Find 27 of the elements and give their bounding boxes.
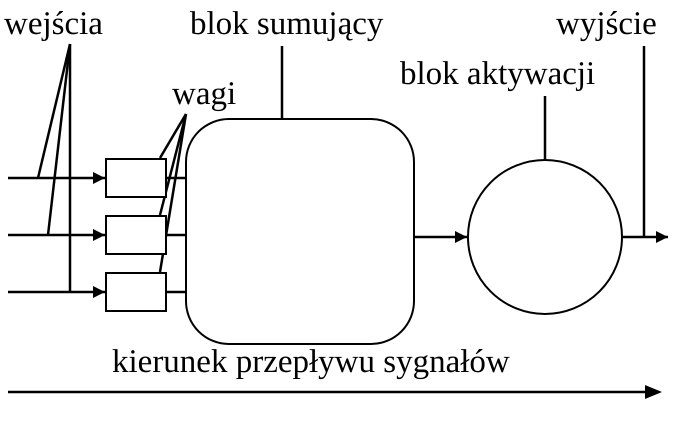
block-box — [105, 158, 167, 198]
arrow — [8, 172, 105, 184]
text-label: blok aktywacji — [400, 58, 662, 96]
leader-line — [280, 46, 284, 118]
leader-line — [46, 44, 72, 236]
leader-line — [68, 44, 72, 292]
connector-line — [167, 290, 185, 294]
arrow — [623, 231, 668, 243]
connector-line — [167, 234, 185, 236]
text-label: wagi — [172, 78, 238, 114]
leader-line — [158, 114, 188, 216]
leader-line — [642, 46, 646, 237]
text-label: blok sumujący — [190, 8, 402, 46]
text-label: wejścia — [4, 8, 122, 44]
arrow — [415, 231, 467, 243]
caption-text: kierunek przepływu sygnałów — [112, 346, 510, 379]
arrow — [8, 286, 105, 298]
leader-line — [158, 114, 188, 272]
arrow — [8, 229, 105, 241]
block-box — [185, 118, 415, 345]
block-box — [105, 272, 167, 312]
leader-line — [544, 96, 546, 159]
block-box — [105, 215, 167, 255]
leader-line — [36, 44, 72, 178]
connector-line — [167, 176, 185, 180]
text-label: wyjście — [556, 8, 674, 46]
leader-line — [158, 113, 188, 159]
